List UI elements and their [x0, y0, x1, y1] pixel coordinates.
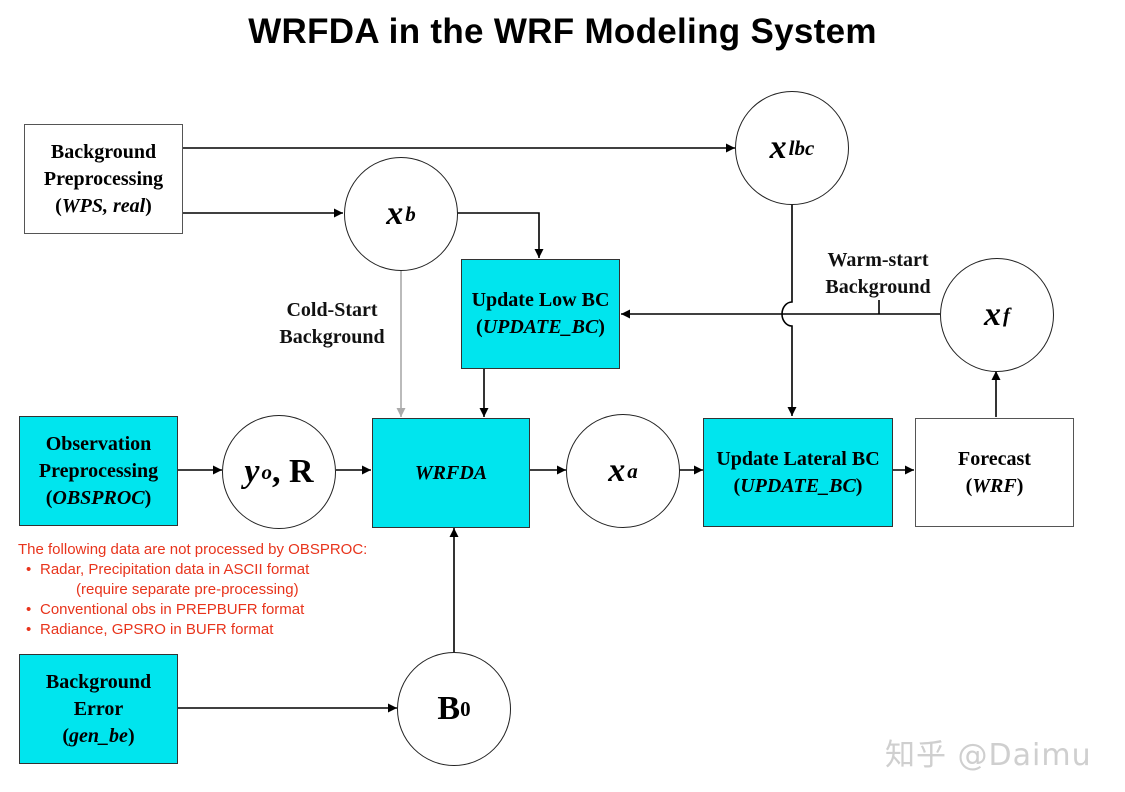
- forecast-paren-close: ): [1016, 474, 1024, 497]
- bg-pre-line3: (WPS, real): [55, 193, 152, 220]
- xa-base: x: [608, 452, 626, 489]
- xf-sup: f: [1003, 302, 1010, 327]
- obs-pre-paren-close: ): [144, 486, 152, 509]
- bg-err-paren-open: (: [62, 724, 70, 747]
- b0-base: B: [437, 690, 461, 727]
- xf-base: x: [984, 296, 1001, 333]
- warm-start-label: Warm-start Background: [808, 247, 948, 301]
- diagram-title: WRFDA in the WRF Modeling System: [248, 12, 877, 51]
- update-low-bc-box: Update Low BC (UPDATE_BC): [461, 259, 620, 369]
- obs-pre-tool: OBSPROC: [52, 486, 145, 509]
- bg-pre-tool: WPS, real: [61, 194, 146, 217]
- forecast-line1: Forecast: [958, 447, 1031, 470]
- forecast-tool: WRF: [972, 474, 1017, 497]
- forecast-paren-open: (: [965, 474, 973, 497]
- bg-err-line3: (gen_be): [62, 723, 134, 750]
- note-heading: The following data are not processed by …: [18, 541, 368, 558]
- forecast-line2: (WRF): [966, 473, 1024, 500]
- xb-sup: b: [405, 201, 416, 226]
- xa-sup: a: [627, 458, 638, 483]
- obs-pre-paren-open: (: [45, 486, 53, 509]
- bg-pre-line2: Preprocessing: [43, 167, 164, 190]
- yo-rest: , R: [272, 453, 314, 490]
- wrfda-box: WRFDA: [372, 418, 530, 528]
- bg-pre-paren-close: ): [145, 194, 152, 217]
- obsproc-exclusion-note: The following data are not processed by …: [18, 540, 367, 640]
- update-low-paren-close: ): [598, 316, 605, 338]
- update-lateral-bc-box: Update Lateral BC (UPDATE_BC): [703, 418, 893, 527]
- watermark-text: 知乎 @Daimu: [885, 738, 1092, 773]
- cold-start-line2: Background: [279, 326, 385, 348]
- update-low-line2: (UPDATE_BC): [476, 314, 605, 341]
- obs-pre-line2: Preprocessing: [38, 459, 159, 482]
- update-low-tool: UPDATE_BC: [482, 316, 599, 338]
- cold-start-label: Cold-Start Background: [262, 297, 402, 351]
- update-low-paren-open: (: [476, 316, 483, 338]
- warm-start-line2: Background: [825, 276, 931, 298]
- note-item-prepbufr: Conventional obs in PREPBUFR format: [18, 600, 367, 620]
- bg-pre-line1: Background: [50, 140, 157, 163]
- bg-err-tool: gen_be: [69, 724, 128, 747]
- bg-err-line2: Error: [73, 697, 124, 720]
- yo-base: y: [244, 453, 260, 490]
- note-item-radar: Radar, Precipitation data in ASCII forma…: [18, 560, 367, 580]
- obs-pre-line1: Observation: [45, 432, 152, 455]
- update-lateral-line1: Update Lateral BC: [716, 447, 880, 470]
- warm-start-line1: Warm-start: [827, 249, 929, 271]
- update-lateral-paren-close: ): [855, 474, 863, 497]
- background-preprocessing-box: Background Preprocessing (WPS, real): [24, 124, 183, 234]
- cold-start-line1: Cold-Start: [286, 299, 378, 321]
- bg-err-line1: Background: [45, 670, 152, 693]
- bg-err-paren-close: ): [127, 724, 135, 747]
- note-item-radar-cont: (require separate pre-processing): [76, 581, 299, 598]
- b0-sub: 0: [460, 696, 471, 721]
- observation-preprocessing-box: Observation Preprocessing (OBSPROC): [19, 416, 178, 526]
- note-item-radiance: Radiance, GPSRO in BUFR format: [18, 620, 367, 640]
- update-lateral-tool: UPDATE_BC: [740, 474, 856, 497]
- update-low-line1: Update Low BC: [471, 289, 610, 311]
- update-lateral-paren-open: (: [733, 474, 741, 497]
- xlbc-base: x: [769, 129, 787, 166]
- wrfda-label: WRFDA: [414, 461, 488, 484]
- yo-sup: o: [261, 459, 273, 484]
- update-lateral-line2: (UPDATE_BC): [734, 473, 863, 500]
- obs-pre-line3: (OBSPROC): [46, 485, 152, 512]
- background-error-box: Background Error (gen_be): [19, 654, 178, 764]
- arrow-xb-to-updatelow: [457, 212, 544, 258]
- xb-base: x: [386, 195, 404, 232]
- bg-pre-paren-open: (: [55, 194, 62, 217]
- xlbc-sup: lbc: [788, 135, 815, 160]
- arrow-xlbc-to-updatelateral: [781, 204, 797, 416]
- forecast-box: Forecast (WRF): [915, 418, 1074, 527]
- note-list: Radar, Precipitation data in ASCII forma…: [18, 560, 367, 640]
